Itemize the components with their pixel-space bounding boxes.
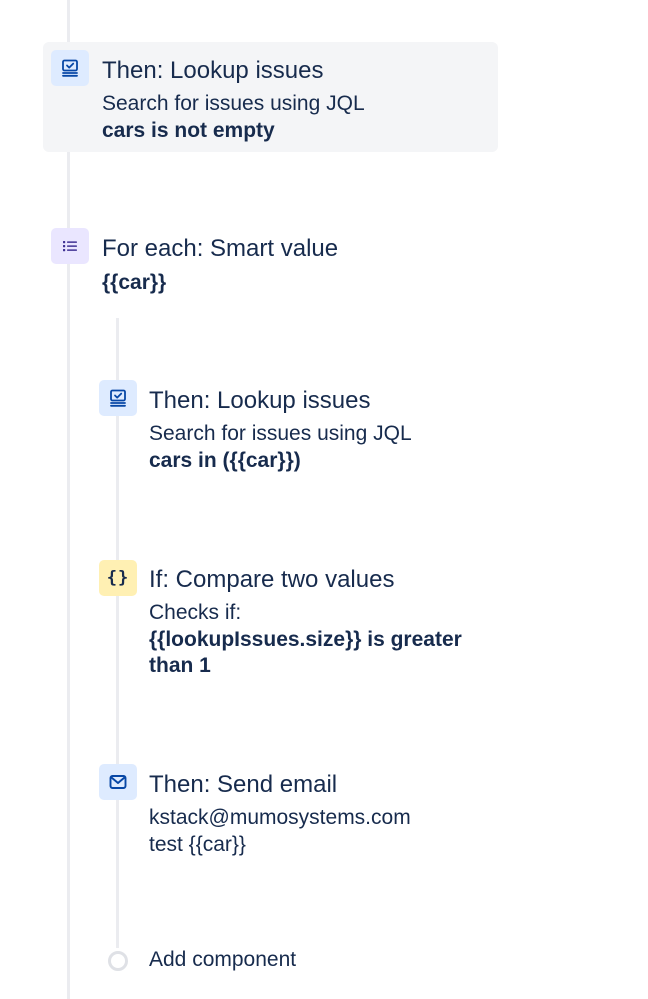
component-detail: test {{car}} — [149, 833, 246, 856]
for-each-branch-line — [116, 318, 119, 948]
component-description: kstack@mumosystems.com — [149, 806, 411, 829]
component-title: For each: Smart value — [102, 235, 339, 262]
main-branch-line — [67, 0, 70, 999]
component-detail: {{car}} — [102, 271, 167, 294]
lookup-issues-icon — [99, 380, 137, 416]
component-lookup-issues-2[interactable]: Then: Lookup issues Search for issues us… — [92, 372, 502, 482]
email-icon — [99, 764, 137, 800]
component-title: Then: Lookup issues — [102, 57, 324, 84]
component-description: Search for issues using JQL — [102, 92, 365, 115]
component-title: Then: Send email — [149, 771, 338, 798]
component-description: Checks if: — [149, 601, 242, 624]
component-detail: cars in ({{car}}) — [149, 449, 301, 472]
braces-icon: {} — [99, 560, 137, 596]
lookup-issues-icon — [51, 50, 89, 86]
component-for-each[interactable]: For each: Smart value {{car}} — [43, 222, 498, 302]
component-title: Then: Lookup issues — [149, 387, 371, 414]
component-title: If: Compare two values — [149, 566, 395, 593]
component-detail: cars is not empty — [102, 119, 275, 142]
add-component-button[interactable]: Add component — [149, 948, 297, 971]
component-lookup-issues-1[interactable]: Then: Lookup issues Search for issues us… — [43, 42, 498, 152]
component-send-email[interactable]: Then: Send email kstack@mumosystems.com … — [92, 756, 502, 866]
list-icon — [51, 228, 89, 264]
component-if-compare[interactable]: {} If: Compare two values Checks if: {{l… — [92, 552, 502, 692]
add-component-node-icon[interactable] — [108, 951, 128, 971]
component-detail: {{lookupIssues.size}} is greater than 1 — [149, 628, 462, 677]
component-description: Search for issues using JQL — [149, 422, 412, 445]
